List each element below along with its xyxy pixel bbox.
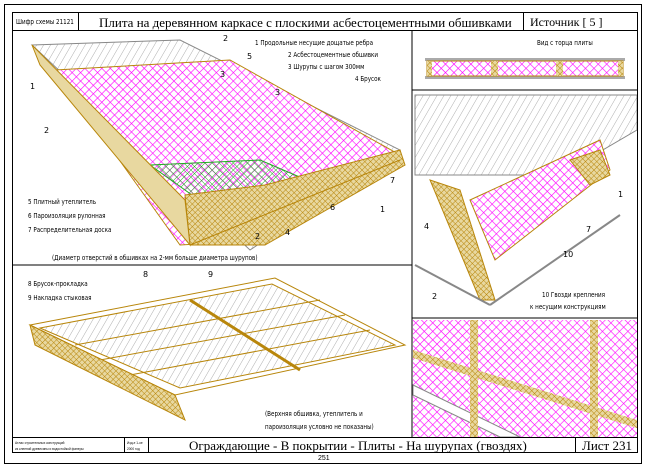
publisher-line: Изд-е 1-ое	[127, 440, 143, 445]
callout: 9	[208, 270, 214, 279]
end-view-drawing	[425, 58, 625, 79]
legend-item: 7 Распределительная доска	[28, 226, 112, 234]
end-view-title: Вид с торца плиты	[537, 39, 593, 47]
callout: 3	[220, 70, 226, 79]
legend-item: 10 Гвозди крепления	[542, 291, 606, 299]
callout: 4	[424, 222, 430, 231]
code-value: 21121	[56, 18, 74, 26]
atlas-cell: Атлас строительных конструкций из клеено…	[12, 437, 149, 453]
callout: 3	[275, 88, 281, 97]
atlas-line: из клееной древесины и водостойкой фанер…	[15, 446, 84, 451]
callout: 1	[30, 82, 36, 91]
code-cell: Шифр схемы 21121	[12, 12, 79, 31]
footer-title-cell: Ограждающие - В покрытии - Плиты - На шу…	[148, 437, 576, 453]
legend-item: 8 Брусок-прокладка	[28, 280, 88, 288]
source-cell: Источник [ 5 ]	[523, 12, 638, 31]
callout: 7	[390, 176, 396, 185]
title-cell: Плита на деревянном каркасе с плоскими а…	[78, 12, 524, 31]
page-title: Плита на деревянном каркасе с плоскими а…	[99, 15, 512, 30]
callout: 8	[143, 270, 149, 279]
frame-plan-drawing	[28, 277, 407, 422]
page-number: 251	[318, 455, 330, 462]
atlas-divider	[124, 438, 125, 452]
callout: 10	[563, 250, 574, 259]
callout: 1	[380, 205, 386, 214]
outer-frame	[4, 4, 642, 464]
note-bottom: пароизоляция условно не показаны)	[265, 423, 374, 431]
legend-item: 1 Продольные несущие дощатые ребра	[255, 39, 374, 47]
legend-item: 9 Накладка стыковая	[28, 294, 92, 302]
footer-title: Ограждающие - В покрытии - Плиты - На шу…	[189, 438, 527, 453]
panel-dividers	[12, 30, 637, 437]
publisher-line: 2000 год	[127, 446, 140, 451]
legend-item: 4 Брусок	[355, 75, 381, 83]
atlas-line: Атлас строительных конструкций	[15, 440, 65, 445]
callout: 4	[285, 228, 291, 237]
callout: 2	[223, 34, 229, 43]
callout: 5	[247, 52, 253, 61]
detail-view-drawing	[412, 320, 637, 438]
legend-item: 2 Асбестоцементные обшивки	[288, 51, 379, 59]
callout: 6	[330, 203, 336, 212]
callout: 2	[432, 292, 438, 301]
source: Источник [ 5 ]	[530, 15, 603, 29]
panel-isometric	[30, 39, 406, 251]
legend-item: 5 Плитный утеплитель	[28, 198, 97, 206]
note-bottom: (Верхняя обшивка, утеплитель и	[265, 410, 363, 418]
legend-item: 6 Пароизоляция рулонная	[28, 212, 106, 220]
note-top: (Диаметр отверстий в обшивках на 2-мм бо…	[52, 254, 258, 262]
section-view-drawing	[414, 94, 638, 306]
callout: 1	[618, 190, 624, 199]
callout: 2	[44, 126, 50, 135]
legend-item: к несущим конструкциям	[530, 303, 606, 311]
code-label: Шифр схемы	[16, 18, 55, 26]
callout: 7	[586, 225, 592, 234]
legend-item: 3 Шурупы с шагом 300мм	[288, 63, 365, 71]
callout: 2	[255, 232, 261, 241]
sheet-number: Лист 231	[582, 438, 632, 453]
sheet-cell: Лист 231	[575, 437, 638, 453]
